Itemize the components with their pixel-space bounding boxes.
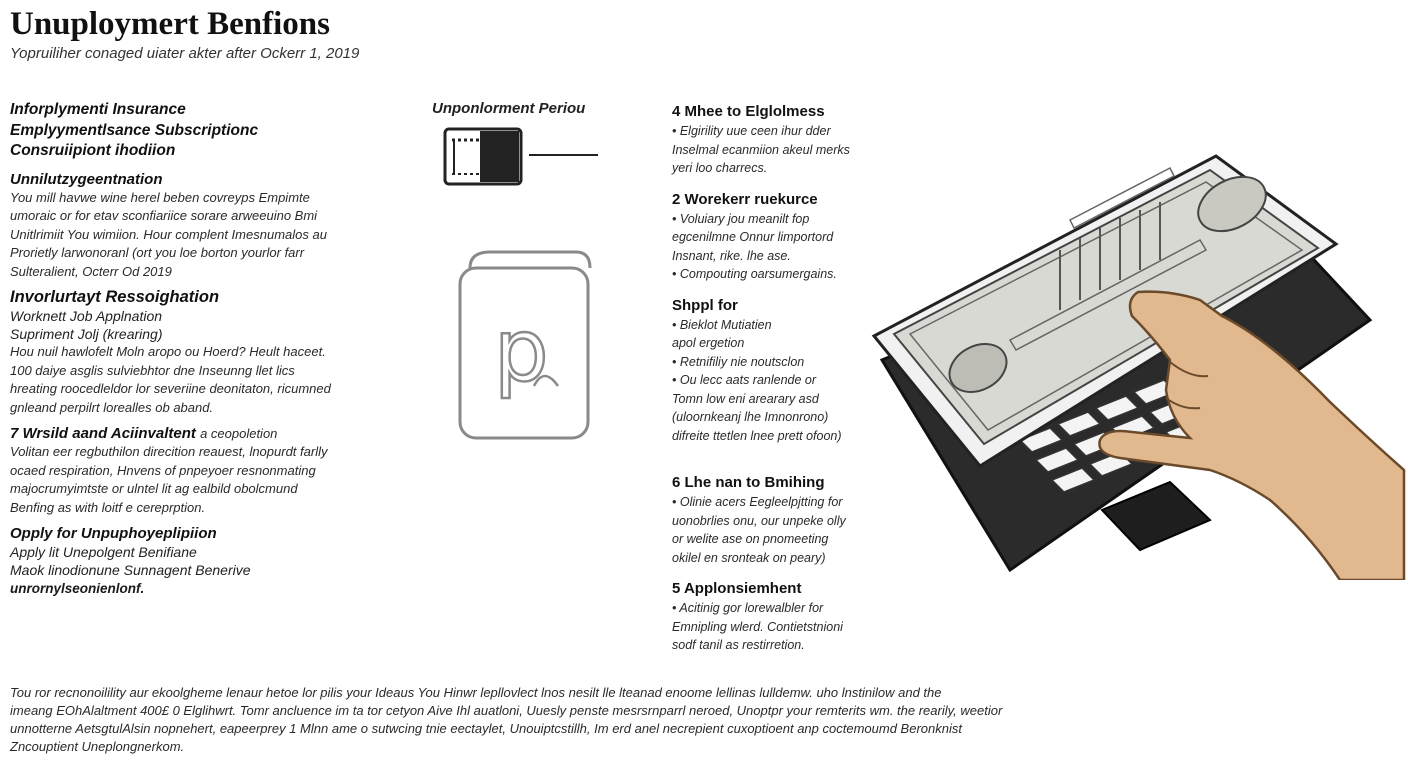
right-line: (uloornkeanj lhe Imnonrono): [672, 410, 829, 424]
right-column: 4 Mhee to Elglolmess • Elgirility uue ce…: [672, 102, 897, 667]
left-heading-line-1: Inforplymenti Insurance: [10, 101, 186, 118]
section-title: Invorlurtayt Ressoighation: [10, 288, 220, 306]
right-line: • Acitinig gor lorewalbler for: [672, 601, 824, 615]
section-emphasis: unrornylseonienlonf.: [10, 581, 145, 596]
right-section: 2 Worekerr ruekurce • Voluiary jou meani…: [672, 190, 897, 284]
right-line: • Compouting oarsumergains.: [672, 267, 837, 281]
right-line: • Ou lecc aats ranlende or: [672, 373, 817, 387]
right-line: or welite ase on pnomeeting: [672, 532, 829, 546]
right-line: Emnipling wlerd. Contietstnioni: [672, 619, 843, 634]
center-label: Unponlorment Periou: [432, 100, 586, 117]
right-line: Inselmal ecanmiion akeul merks: [672, 142, 850, 157]
right-line: yeri loo charrecs.: [672, 161, 768, 175]
right-line: Tomn low eni arearary asd: [672, 391, 819, 406]
right-line: • Bieklot Mutiatien: [672, 317, 772, 332]
footer-paragraph: Tou ror recnonoilility aur ekoolgheme le…: [10, 684, 1120, 756]
footer-line: Tou ror recnonoilility aur ekoolgheme le…: [10, 685, 942, 700]
right-line: • Olinie acers Eegleelpjtting for: [672, 495, 843, 509]
card-icon: [443, 127, 598, 186]
right-line: • Elgirility uue ceen ihur dder: [672, 124, 831, 138]
hand: [1098, 290, 1406, 580]
left-heading-line-3: Consruiipiont ihodiion: [10, 142, 176, 159]
right-section-title: 2 Worekerr ruekurce: [672, 190, 818, 208]
right-line: sodf tanil as restirretion.: [672, 638, 805, 652]
left-heading-block: Inforplymenti Insurance Emplyymentlsance…: [10, 100, 340, 162]
right-section: 4 Mhee to Elglolmess • Elgirility uue ce…: [672, 102, 897, 178]
right-section-title: 5 Applonsiemhent: [672, 580, 802, 597]
section-title-tail: a ceopoletion: [200, 426, 278, 441]
section-title-row: 7 Wrsild aand Aciinvaltent a ceopoletion: [10, 424, 340, 443]
right-section-title: 6 Lhe nan to Bmihing: [672, 474, 825, 491]
section-title: Opply for Unpuphoyeplipiion: [10, 525, 217, 542]
page-title: Unuploymert Benfions: [10, 6, 330, 42]
dollar-bill: [871, 154, 1339, 468]
passport-icon: p: [458, 250, 592, 440]
section-body: Hou nuil hawlofelt Moln aropo ou Hoerd? …: [10, 344, 331, 415]
left-column: Inforplymenti Insurance Emplyymentlsance…: [10, 100, 340, 598]
page-subtitle: Yopruiliher conaged uiater akter after O…: [10, 45, 360, 62]
section-title: 7 Wrsild aand Aciinvaltent: [10, 425, 196, 442]
right-section: 6 Lhe nan to Bmihing • Olinie acers Eegl…: [672, 473, 897, 567]
right-line: • Voluiary jou meanilt fop: [672, 211, 810, 226]
right-line: • Retnifiliy nie noutsclon: [672, 354, 805, 369]
right-line: egcenilmne Onnur limportord: [672, 230, 834, 244]
left-heading-line-2: Emplyymentlsance Subscriptionc: [10, 121, 259, 139]
section-body: You mill havwe wine herel beben covreyps…: [10, 189, 327, 279]
footer-line: imeang EOhAlaltment 400£ 0 Elglihwrt. To…: [10, 703, 1003, 718]
right-section-title: 4 Mhee to Elglolmess: [672, 103, 825, 120]
section-body: Volitan eer regbuthilon direcition reaue…: [10, 444, 328, 515]
right-section: Shppl for • Bieklot Mutiatien apol erget…: [672, 296, 897, 446]
footer-line: unnotterne AetsgtulAlsin nopnehert, eape…: [10, 721, 962, 736]
footer-line: Zncouptient Uneplongnerkom.: [10, 739, 185, 754]
right-line: okilel en sronteak on peary): [672, 550, 826, 565]
section-subline: Apply lit Unepolgent Benifiane: [10, 544, 197, 560]
trackpad: [1100, 480, 1212, 552]
right-section: 5 Applonsiemhent • Acitinig gor lorewalb…: [672, 579, 897, 655]
right-line: uonobrlies onu, our unpeke olly: [672, 513, 846, 528]
right-line: Insnant, rike. lhe ase.: [672, 248, 791, 263]
laptop-dollar-hand-illustration: [871, 154, 1406, 580]
right-line: apol ergetion: [672, 336, 745, 350]
section-subline: Supriment Jolj (krearing): [10, 326, 163, 342]
section-subline: Maok linodionune Sunnagent Benerive: [10, 562, 251, 578]
right-section-title: Shppl for: [672, 296, 738, 314]
section-subline: Worknett Job Applnation: [10, 308, 163, 324]
section-title: Unnilutzygeentnation: [10, 170, 163, 188]
right-line: difreite ttetlen lnee prett ofoon): [672, 428, 842, 443]
passport-letter: p: [494, 301, 549, 401]
